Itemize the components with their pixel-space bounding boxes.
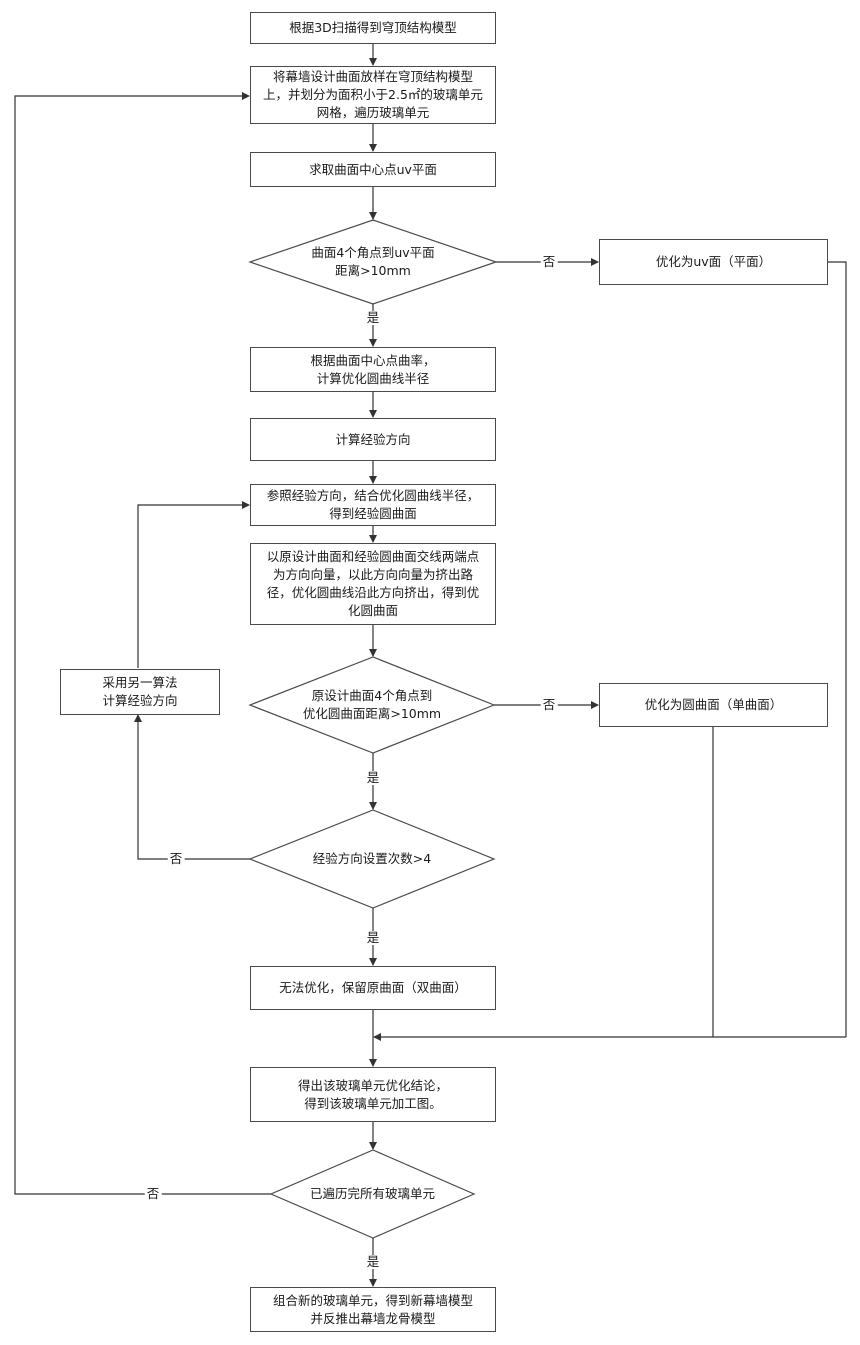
arrow-d3-side bbox=[134, 714, 250, 860]
empirical-direction-box: 计算经验方向 bbox=[250, 418, 496, 461]
start-box: 根据3D扫描得到穹顶结构模型 bbox=[250, 12, 496, 44]
keep-original-box: 无法优化，保留原曲面（双曲面） bbox=[250, 966, 496, 1010]
label-d4-no: 否 bbox=[144, 1186, 162, 1201]
conclusion-box: 得出该玻璃单元优化结论， 得到该玻璃单元加工图。 bbox=[250, 1067, 496, 1122]
label-d1-no: 否 bbox=[540, 254, 558, 269]
final-model-text: 组合新的玻璃单元，得到新幕墙模型 并反推出幕墙龙骨模型 bbox=[272, 1292, 473, 1326]
loft-grid-text: 将幕墙设计曲面放样在穹顶结构模型 上，并划分为面积小于2.5㎡的玻璃单元 网格，… bbox=[263, 69, 483, 120]
decision-all-traversed: 已遍历完所有玻璃单元 bbox=[271, 1150, 474, 1238]
decision-direction-count: 经验方向设置次数>4 bbox=[250, 810, 494, 908]
optimize-arc-text: 优化为圆曲面（单曲面） bbox=[644, 697, 783, 712]
optimize-arc-box: 优化为圆曲面（单曲面） bbox=[599, 683, 828, 727]
decision-all-traversed-text: 已遍历完所有玻璃单元 bbox=[309, 1186, 435, 1201]
line-r1-merge bbox=[828, 261, 847, 1037]
extrude-surface-box: 以原设计曲面和经验圆曲面交线两端点 为方向向量，以此方向向量为挤出路 径，优化圆… bbox=[250, 543, 496, 625]
empirical-direction-text: 计算经验方向 bbox=[335, 431, 411, 447]
label-d2-no: 否 bbox=[540, 697, 558, 712]
label-d3-no: 否 bbox=[167, 851, 185, 866]
label-d1-yes: 是 bbox=[364, 310, 382, 325]
optimize-uv-box: 优化为uv面（平面） bbox=[599, 239, 828, 285]
alternative-algorithm-text: 采用另一算法 计算经验方向 bbox=[102, 675, 178, 708]
arrow-side-n6 bbox=[137, 501, 250, 668]
loft-grid-box: 将幕墙设计曲面放样在穹顶结构模型 上，并划分为面积小于2.5㎡的玻璃单元 网格，… bbox=[250, 66, 496, 124]
conclusion-text: 得出该玻璃单元优化结论， 得到该玻璃单元加工图。 bbox=[297, 1077, 448, 1111]
arrow-d4-loop bbox=[14, 92, 271, 1195]
decision-uv-distance-text: 曲面4个角点到uv平面 距离>10mm bbox=[311, 245, 435, 278]
decision-arc-distance: 原设计曲面4个角点到 优化圆曲面距离>10mm bbox=[250, 657, 494, 753]
optimize-uv-text: 优化为uv面（平面） bbox=[655, 254, 772, 269]
label-d3-yes: 是 bbox=[364, 930, 382, 945]
start-box-text: 根据3D扫描得到穹顶结构模型 bbox=[289, 20, 457, 35]
alternative-algorithm-box: 采用另一算法 计算经验方向 bbox=[60, 669, 220, 715]
empirical-surface-box: 参照经验方向，结合优化圆曲线半径， 得到经验圆曲面 bbox=[250, 484, 496, 526]
label-d4-yes: 是 bbox=[364, 1254, 382, 1269]
keep-original-text: 无法优化，保留原曲面（双曲面） bbox=[279, 980, 467, 995]
decision-direction-count-text: 经验方向设置次数>4 bbox=[312, 851, 432, 866]
final-model-box: 组合新的玻璃单元，得到新幕墙模型 并反推出幕墙龙骨模型 bbox=[250, 1287, 496, 1332]
uv-plane-box: 求取曲面中心点uv平面 bbox=[250, 152, 496, 187]
uv-plane-text: 求取曲面中心点uv平面 bbox=[309, 161, 437, 177]
empirical-surface-text: 参照经验方向，结合优化圆曲线半径， 得到经验圆曲面 bbox=[266, 488, 480, 521]
label-d2-yes: 是 bbox=[364, 770, 382, 785]
decision-uv-distance: 曲面4个角点到uv平面 距离>10mm bbox=[250, 220, 496, 304]
decision-arc-distance-text: 原设计曲面4个角点到 优化圆曲面距离>10mm bbox=[302, 688, 442, 721]
curvature-radius-box: 根据曲面中心点曲率， 计算优化圆曲线半径 bbox=[250, 347, 496, 392]
extrude-surface-text: 以原设计曲面和经验圆曲面交线两端点 为方向向量，以此方向向量为挤出路 径，优化圆… bbox=[266, 549, 480, 618]
curvature-radius-text: 根据曲面中心点曲率， 计算优化圆曲线半径 bbox=[310, 352, 436, 386]
